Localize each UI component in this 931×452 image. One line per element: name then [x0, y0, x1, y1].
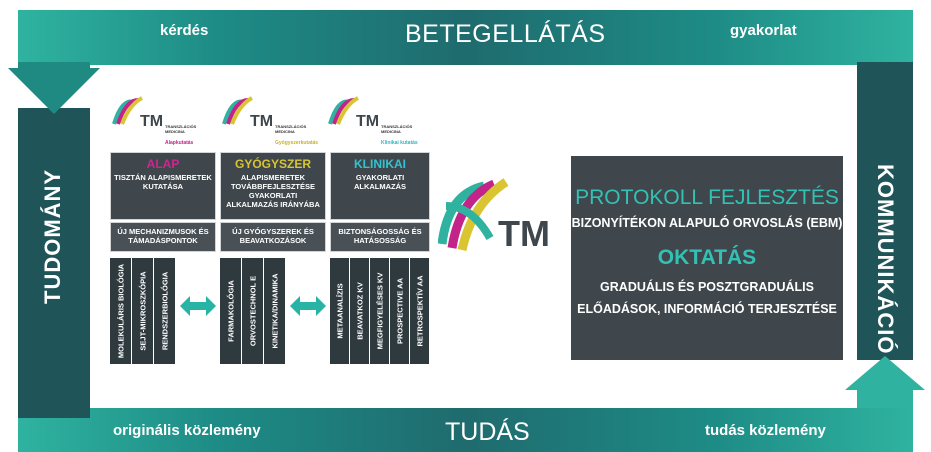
panel-line-graduate: GRADUÁLIS ÉS POSZTGRADUÁLIS [600, 280, 814, 294]
strip-item: PROSPECTIVE AA [390, 258, 410, 364]
bottom-title: TUDÁS [445, 418, 530, 446]
bottom-right-up-arrow-icon [845, 356, 925, 408]
strip-item: MOLEKULÁRIS BIOLÓGIA [110, 258, 132, 364]
bottom-right-label: tudás közlemény [705, 422, 826, 439]
logo-subcaption: Klinikai kutatás [381, 140, 418, 146]
logo-subcaption: Alapkutatás [165, 140, 194, 146]
bottom-left-label: originális közlemény [113, 422, 261, 439]
panel-heading-education: OKTATÁS [657, 246, 757, 269]
panel-heading-protocol: PROTOKOLL FEJLESZTÉS [575, 186, 839, 209]
frame-right-band [857, 62, 913, 360]
column-gyogyszer-middle: ÚJ GYÓGYSZEREK ÉS BEAVATKOZÁSOK [220, 222, 326, 252]
top-title: BETEGELLÁTÁS [405, 20, 606, 48]
tm-logo-icon: TM [328, 96, 379, 130]
panel-line-ebm: BIZONYÍTÉKON ALAPULÓ ORVOSLÁS (EBM) [571, 216, 843, 230]
column-gyogyszer-header: GYÓGYSZER ALAPISMERETEK TOVÁBBFEJLESZTÉS… [220, 152, 326, 220]
column-klinikai-middle: BIZTONSÁGOSSÁG ÉS HATÁSOSSÁG [330, 222, 430, 252]
strip-item: FARMAKOLÓGIA [220, 258, 242, 364]
frame-top-band [18, 10, 913, 65]
column-alap-middle: ÚJ MECHANIZMUSOK ÉS TÁMADÁSPONTOK [110, 222, 216, 252]
logo-subcaption: Gyógyszerkutatás [275, 140, 319, 146]
frame-left-band [18, 108, 90, 418]
column-title: KLINIKAI [354, 157, 406, 171]
right-vertical-label: KOMMUNIKÁCIÓ [873, 164, 898, 355]
top-left-label: kérdés [160, 22, 209, 39]
tm-logo-icon: TM [222, 96, 273, 130]
column-subtitle: ALAPISMERETEK TOVÁBBFEJLESZTÉSE GYAKORLA… [226, 173, 320, 209]
top-left-down-arrow-icon [8, 62, 100, 114]
panel-line-lectures: ELŐADÁSOK, INFORMÁCIÓ TERJESZTÉSE [577, 302, 837, 316]
strip-item: KINETIKA/DINAMIKA [264, 258, 286, 364]
strip-item: MEGFIGYELÉSES KV [370, 258, 390, 364]
column-title: GYÓGYSZER [234, 157, 311, 171]
logo-caption: TRANSZLÁCIÓS MEDICINA [275, 124, 307, 134]
svg-text:TM: TM [356, 113, 379, 130]
svg-text:TM: TM [140, 113, 163, 130]
svg-text:TM: TM [250, 113, 273, 130]
logo-caption: TRANSZLÁCIÓS MEDICINA [165, 124, 197, 134]
column-klinikai-header: KLINIKAI GYAKORLATI ALKALMAZÁS [330, 152, 430, 220]
strip-item: SEJT-MIKROSZKÓPIA [132, 258, 154, 364]
logo-caption: TRANSZLÁCIÓS MEDICINA [381, 124, 413, 134]
top-right-label: gyakorlat [730, 22, 797, 39]
svg-text:TM: TM [498, 213, 550, 254]
column-alap-header: ALAP TISZTÁN ALAPISMERETEK KUTATÁSA [110, 152, 216, 220]
left-vertical-label: TUDOMÁNY [40, 168, 65, 304]
column-subtitle: TISZTÁN ALAPISMERETEK KUTATÁSA [114, 173, 212, 191]
tm-logo-icon: TM [112, 96, 163, 130]
strip-item: RETROSPEKTÍV AA [410, 258, 430, 364]
frame-bottom-band [18, 408, 913, 452]
strip-item: METAANALÍZIS [330, 258, 350, 364]
tm-center-logo-icon: TM [438, 178, 550, 254]
double-arrow-icon [180, 296, 216, 316]
strip-item: BEAVATKOZ KV [350, 258, 370, 364]
strip-item: RENDSZERBIOLÓGIA [154, 258, 176, 364]
double-arrow-icon [290, 296, 326, 316]
outcomes-panel: PROTOKOLL FEJLESZTÉS BIZONYÍTÉKON ALAPUL… [571, 156, 843, 360]
strip-item: ORVOSTECHNOL E [242, 258, 264, 364]
column-title: ALAP [146, 157, 180, 171]
column-subtitle: GYAKORLATI ALKALMAZÁS [353, 173, 407, 191]
